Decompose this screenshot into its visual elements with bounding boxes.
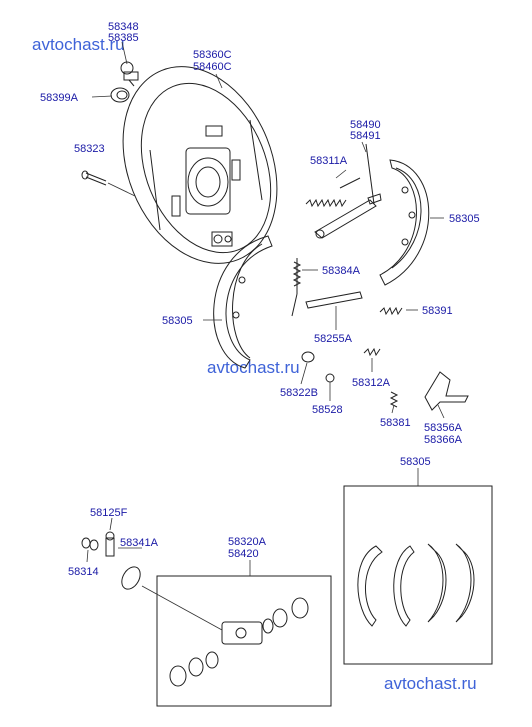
return-spring-upper xyxy=(291,258,302,317)
label-58381: 58381 xyxy=(380,417,411,429)
brake-shoe-right xyxy=(379,159,430,286)
label-58305-left: 58305 xyxy=(162,315,193,327)
mounting-bolt xyxy=(81,170,107,186)
label-58311a: 58311A xyxy=(310,155,348,167)
o-ring xyxy=(121,566,141,590)
adjuster-lever xyxy=(314,143,382,239)
label-58391: 58391 xyxy=(422,305,453,317)
strut-bar xyxy=(305,291,363,309)
bleeder-screw xyxy=(120,61,139,87)
part-labels: 58348 58385 58360C 58460C 58399A 58323 5… xyxy=(40,21,480,578)
label-58125f: 58125F xyxy=(90,507,128,519)
label-58384a: 58384A xyxy=(322,265,361,277)
label-58322b: 58322B xyxy=(280,387,318,399)
label-58490: 58490 xyxy=(350,119,381,131)
label-58305-kit: 58305 xyxy=(400,456,431,468)
watermark-top: avtochast.ru xyxy=(32,35,125,54)
label-58420: 58420 xyxy=(228,548,259,560)
label-58314: 58314 xyxy=(68,566,99,578)
label-58255a: 58255A xyxy=(314,333,353,345)
bleeder-valve xyxy=(105,531,115,557)
leader-lines xyxy=(86,41,445,576)
dust-cap xyxy=(110,87,130,103)
label-58460c: 58460C xyxy=(193,61,232,73)
adjuster-spring xyxy=(305,177,361,208)
label-58323: 58323 xyxy=(74,143,105,155)
label-58399a: 58399A xyxy=(40,92,79,104)
label-58305-right: 58305 xyxy=(449,213,480,225)
label-58348: 58348 xyxy=(108,21,139,33)
return-spring-lower xyxy=(379,306,403,316)
label-58341a: 58341A xyxy=(120,537,159,549)
label-58360c: 58360C xyxy=(193,49,232,61)
label-58356a: 58356A xyxy=(424,422,463,434)
bleeder-cap xyxy=(81,537,99,551)
hold-down-cup xyxy=(301,351,315,363)
label-58385: 58385 xyxy=(108,32,139,44)
watermark-bottom: avtochast.ru xyxy=(384,674,477,693)
label-58312a: 58312A xyxy=(352,377,391,389)
label-58491: 58491 xyxy=(350,130,381,142)
brake-shoe-kit xyxy=(343,485,493,665)
parking-brake-lever xyxy=(424,371,469,411)
hold-down-spring xyxy=(363,347,381,357)
label-58528: 58528 xyxy=(312,404,343,416)
backing-plate xyxy=(122,66,278,264)
wheel-cylinder-assembly xyxy=(141,575,332,707)
adjuster-spring-small xyxy=(389,391,399,408)
label-58366a: 58366A xyxy=(424,434,463,446)
label-58320a: 58320A xyxy=(228,536,267,548)
brake-shoe-left xyxy=(213,235,273,369)
retainer-washer xyxy=(325,373,335,383)
watermark-middle: avtochast.ru xyxy=(207,358,300,377)
